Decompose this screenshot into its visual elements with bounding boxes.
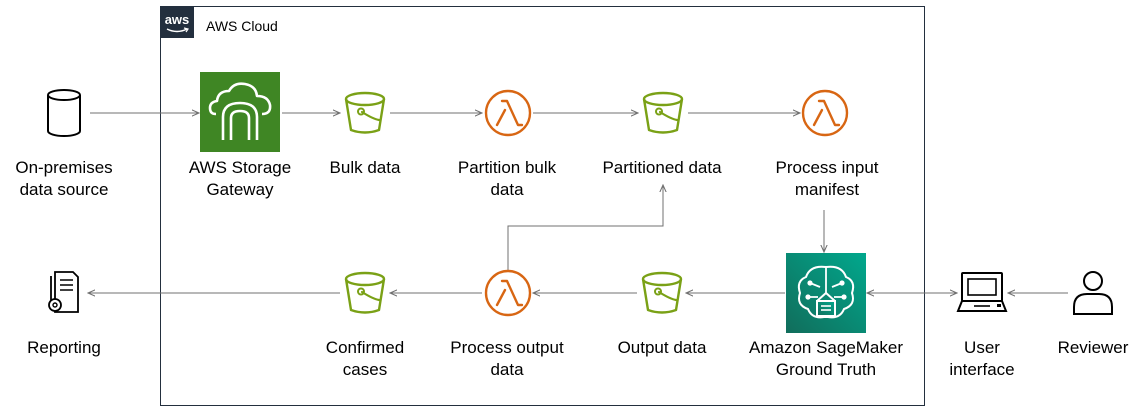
arrow-processout-to-partitioned bbox=[507, 185, 663, 270]
label-output-data: Output data bbox=[617, 338, 707, 357]
computer-monitor-icon bbox=[956, 272, 1008, 312]
aws-cloud-group bbox=[160, 6, 925, 406]
process-input-lambda-icon bbox=[801, 89, 849, 137]
aws-logo-icon: aws bbox=[160, 6, 194, 38]
label-reviewer: Reviewer bbox=[1057, 338, 1129, 357]
database-icon bbox=[47, 89, 81, 137]
process-output-lambda-icon bbox=[484, 269, 532, 317]
flow-arrows bbox=[88, 113, 1068, 293]
aws-cloud-title: AWS Cloud bbox=[206, 18, 278, 34]
label-reporting: Reporting bbox=[27, 338, 101, 357]
user-icon bbox=[1073, 271, 1113, 315]
svg-text:aws: aws bbox=[165, 12, 190, 27]
output-data-bucket-icon bbox=[641, 271, 683, 314]
confirmed-cases-bucket-icon bbox=[344, 271, 386, 314]
report-document-icon bbox=[48, 271, 79, 313]
partition-lambda-icon bbox=[484, 89, 532, 137]
label-partitioned-data: Partitioned data bbox=[602, 158, 722, 177]
partitioned-data-bucket-icon bbox=[642, 91, 684, 134]
sagemaker-ground-truth-icon bbox=[786, 253, 866, 333]
bulk-data-bucket-icon bbox=[344, 91, 386, 134]
label-bulk-data: Bulk data bbox=[329, 158, 401, 177]
storage-gateway-icon bbox=[200, 72, 280, 152]
